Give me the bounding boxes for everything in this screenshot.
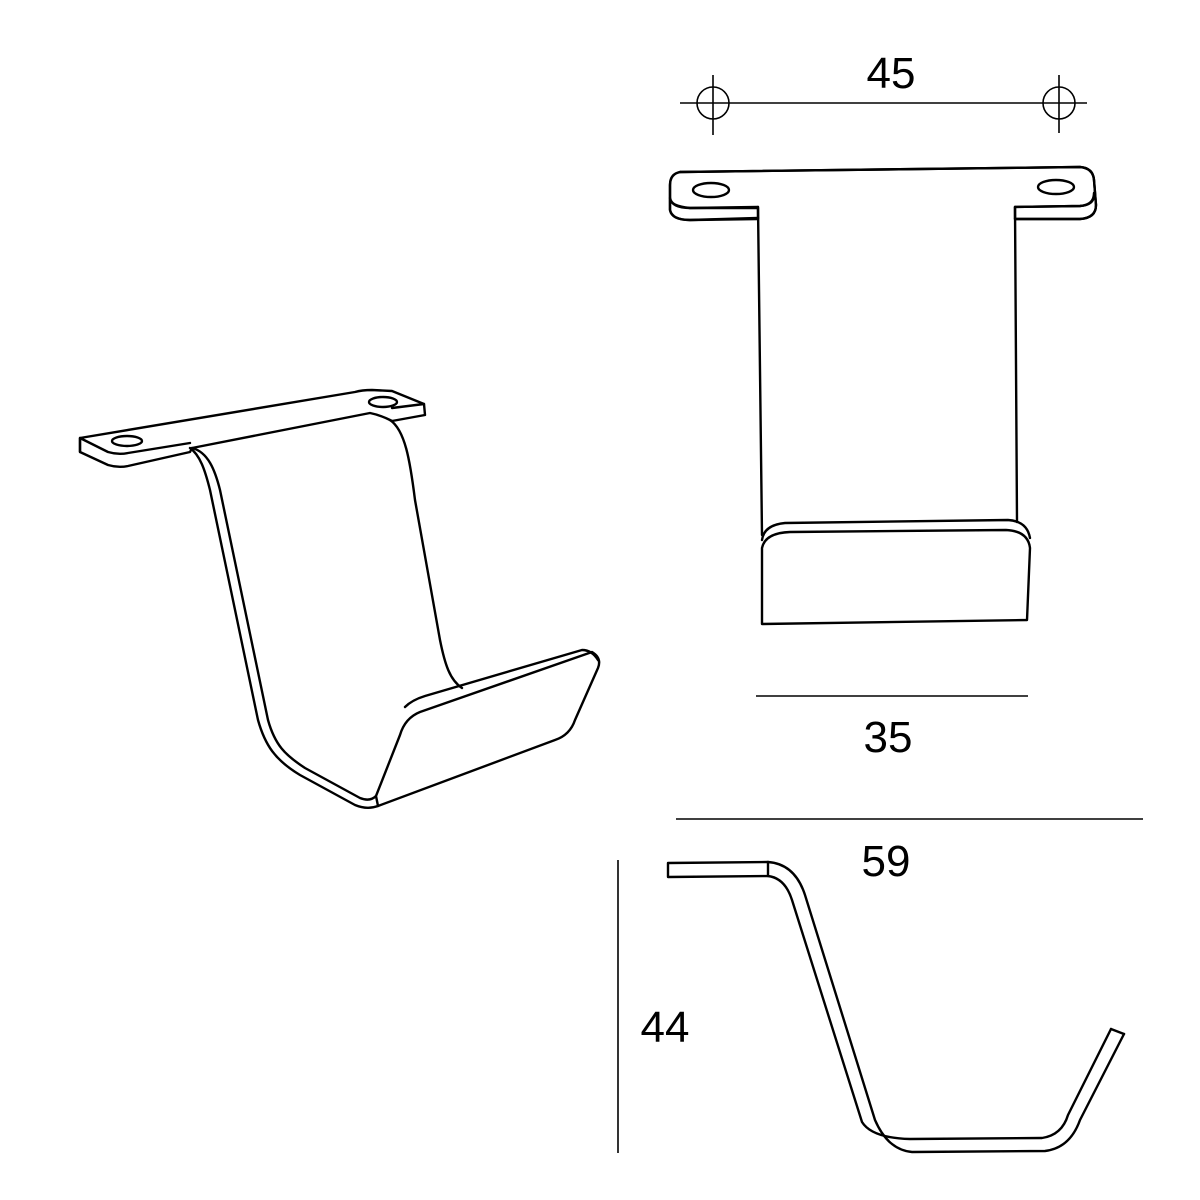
front-lip-back (760, 518, 1032, 542)
iso-leg-outer (188, 446, 380, 809)
iso-leg-inner (190, 446, 378, 801)
iso-lip (374, 650, 601, 808)
front-hole-right (1036, 178, 1076, 196)
profile-outer-curve (766, 860, 1126, 1154)
front-lip (760, 528, 1032, 626)
side-profile-view (617, 818, 1143, 1154)
hole-center-mark-left (696, 75, 730, 135)
dim-label-overall-depth: 59 (861, 837, 911, 886)
front-mounting-plate (668, 165, 1098, 222)
profile-inner-curve (766, 874, 1113, 1141)
dim-label-hole-spacing: 45 (866, 49, 916, 98)
front-view (668, 75, 1098, 697)
iso-top-plate-thickness (78, 436, 192, 455)
dim-label-hook-width: 35 (863, 713, 913, 762)
iso-hole-right (367, 395, 399, 409)
profile-end-cap (1109, 1027, 1126, 1036)
iso-top-plate (78, 388, 427, 468)
front-hole-left (691, 181, 731, 199)
iso-hole-left (110, 434, 144, 448)
isometric-view (78, 388, 601, 809)
iso-lip-front-edge (403, 648, 600, 709)
profile-flange (666, 860, 770, 879)
front-body-right-edge (1013, 205, 1019, 524)
front-body-left-edge (756, 205, 764, 537)
hole-center-mark-right (1042, 75, 1076, 133)
front-plate-left (668, 170, 760, 222)
iso-back-face-edge (388, 418, 464, 690)
front-plate-thickness (668, 191, 1096, 210)
dim-label-overall-height: 44 (640, 1003, 690, 1052)
iso-top-plate-right-edge (390, 402, 426, 410)
